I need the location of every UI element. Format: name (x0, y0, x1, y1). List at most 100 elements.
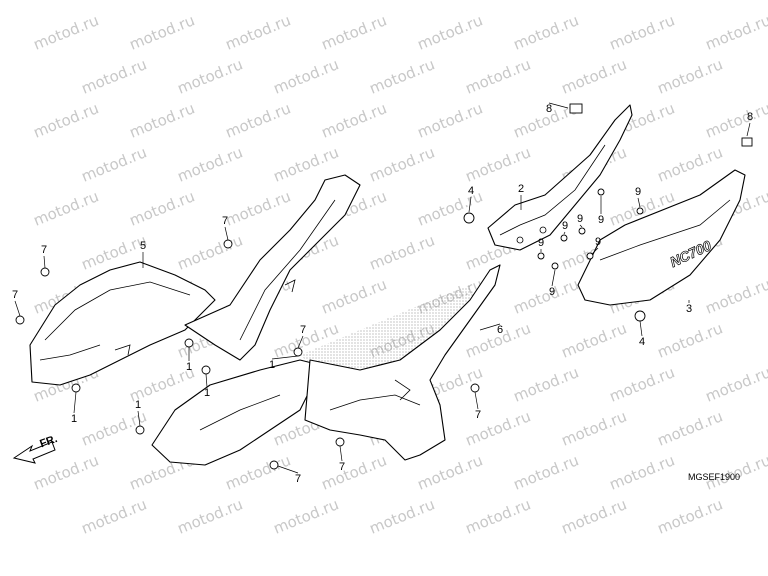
callout-number: 1 (135, 399, 141, 411)
callout-number: 7 (475, 409, 481, 421)
watermark-text: motod.ru (319, 11, 390, 53)
watermark-text: motod.ru (511, 363, 582, 405)
callout-number: 3 (686, 303, 692, 315)
watermark-text: motod.ru (319, 275, 390, 317)
watermark-text: motod.ru (271, 495, 342, 537)
watermark-text: motod.ru (223, 11, 294, 53)
watermark-text: motod.ru (415, 11, 486, 53)
callout-leader (297, 335, 304, 349)
callout-leader (637, 197, 641, 208)
callout-number: 5 (140, 240, 146, 252)
callout-number: 1 (71, 413, 77, 425)
callout-number: 9 (562, 220, 568, 232)
bolt-icon (293, 347, 303, 357)
grommet-icon (463, 212, 475, 224)
callout-leader (551, 269, 556, 287)
arrow-icon (12, 441, 56, 464)
bolt-icon (71, 383, 81, 393)
watermark-text: motod.ru (127, 99, 198, 141)
inner-bracket (184, 174, 361, 361)
watermark-text: motod.ru (415, 187, 486, 229)
callout-number: 2 (518, 183, 524, 195)
watermark-text: motod.ru (415, 99, 486, 141)
callout-number: 9 (549, 286, 555, 298)
watermark-text: motod.ru (511, 275, 582, 317)
watermark-text: motod.ru (607, 363, 678, 405)
bolt-icon (135, 425, 145, 435)
callout-leader (746, 122, 751, 137)
callout-number: 7 (41, 244, 47, 256)
watermark-text: motod.ru (319, 99, 390, 141)
callout-leader (137, 410, 141, 427)
watermark-text: motod.ru (463, 407, 534, 449)
bolt-icon (184, 338, 194, 348)
left-side-cover (29, 261, 216, 386)
callout-number: 7 (300, 324, 306, 336)
bolt-icon (560, 234, 568, 242)
watermark-text: motod.ru (127, 187, 198, 229)
callout-leader (474, 391, 479, 410)
watermark-text: motod.ru (367, 143, 438, 185)
callout-number: 7 (339, 461, 345, 473)
callout-leader (563, 231, 566, 235)
callout-number: 7 (12, 289, 18, 301)
callout-number: 6 (497, 324, 503, 336)
callout-number: 9 (598, 214, 604, 226)
bolt-icon (597, 188, 605, 196)
watermark-text: motod.ru (607, 451, 678, 493)
watermark-text: motod.ru (175, 495, 246, 537)
callout-number: 1 (269, 359, 275, 371)
callout-leader (479, 323, 501, 331)
watermark-text: motod.ru (655, 55, 726, 97)
watermark-text: motod.ru (703, 275, 768, 317)
bolt-icon (470, 383, 480, 393)
callout-number: 9 (595, 236, 601, 248)
watermark-text: motod.ru (175, 143, 246, 185)
callout-leader (14, 300, 21, 317)
bolt-icon (201, 365, 211, 375)
callout-leader (579, 224, 583, 228)
watermark-text: motod.ru (463, 143, 534, 185)
callout-leader (205, 373, 208, 388)
direction-label: FR. (38, 433, 59, 450)
callout-leader (468, 196, 472, 213)
watermark-text: motod.ru (223, 451, 294, 493)
bolt-icon (551, 262, 559, 270)
bolt-icon (269, 460, 279, 470)
callout-leader (339, 445, 343, 462)
watermark-text: motod.ru (607, 11, 678, 53)
watermark-text: motod.ru (79, 55, 150, 97)
callout-leader (271, 355, 299, 360)
callout-leader (548, 102, 569, 109)
watermark-text: motod.ru (655, 407, 726, 449)
callout-number: 8 (747, 111, 753, 123)
watermark-text: motod.ru (175, 55, 246, 97)
watermark-text: motod.ru (175, 231, 246, 273)
watermark-text: motod.ru (79, 143, 150, 185)
watermark-text: motod.ru (703, 99, 768, 141)
callout-number: 7 (295, 473, 301, 485)
diagram-code: MGSEF1900 (688, 472, 740, 482)
rear-bracket (487, 104, 633, 251)
bolt-icon (586, 252, 594, 260)
callout-number: 1 (204, 387, 210, 399)
watermark-text: motod.ru (511, 11, 582, 53)
bolt-icon (537, 252, 545, 260)
watermark-text: motod.ru (655, 319, 726, 361)
watermark-text: motod.ru (559, 407, 630, 449)
watermark-text: motod.ru (655, 495, 726, 537)
watermark-text: motod.ru (463, 495, 534, 537)
bolt-icon (15, 315, 25, 325)
watermark-text: motod.ru (31, 99, 102, 141)
watermark-text: motod.ru (703, 363, 768, 405)
bolt-icon (223, 239, 233, 249)
callout-number: 9 (635, 186, 641, 198)
callout-leader (43, 255, 46, 269)
callout-number: 8 (546, 103, 552, 115)
callout-number: 9 (538, 237, 544, 249)
bolt-icon (40, 267, 50, 277)
watermark-text: motod.ru (31, 187, 102, 229)
watermark-text: motod.ru (127, 11, 198, 53)
callout-leader (224, 226, 229, 241)
